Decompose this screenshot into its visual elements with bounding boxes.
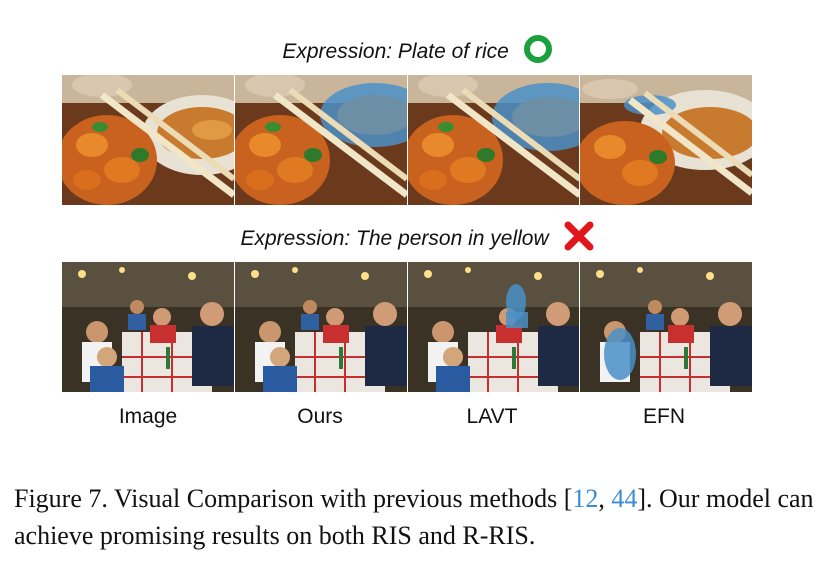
restaurant-image-ours (234, 262, 407, 392)
correct-circle-icon (523, 34, 553, 70)
column-label-ours: Ours (297, 405, 343, 428)
caption-separator: , (598, 484, 612, 513)
caption-rest: ]. Our model can achieve promising resul… (14, 484, 814, 550)
food-image-lavt (407, 75, 580, 205)
restaurant-image-efn (580, 262, 752, 392)
column-label-image: Image (118, 405, 178, 428)
column-label-lavt: LAVT (466, 405, 518, 428)
expression-2: Expression: The person in yellow (0, 220, 835, 258)
citation-link-44[interactable]: 44 (611, 484, 638, 513)
restaurant-image-lavt (407, 262, 580, 392)
column-labels: Image Ours LAVT EFN (62, 405, 752, 429)
restaurant-image-row (62, 262, 752, 392)
restaurant-image-original (62, 262, 234, 392)
expression-2-text: Expression: The person in yellow (240, 227, 549, 250)
expression-1: Expression: Plate of rice (0, 34, 835, 70)
column-label-efn: EFN (643, 405, 685, 428)
food-image-efn (580, 75, 752, 205)
food-image-original (62, 75, 234, 205)
citation-link-12[interactable]: 12 (572, 484, 599, 513)
food-image-row (62, 75, 752, 205)
figure-caption: Figure 7. Visual Comparison with previou… (14, 480, 826, 554)
wrong-cross-icon (563, 220, 595, 258)
caption-main: Figure 7. Visual Comparison with previou… (14, 484, 573, 513)
expression-1-text: Expression: Plate of rice (282, 40, 509, 63)
food-image-ours (234, 75, 407, 205)
